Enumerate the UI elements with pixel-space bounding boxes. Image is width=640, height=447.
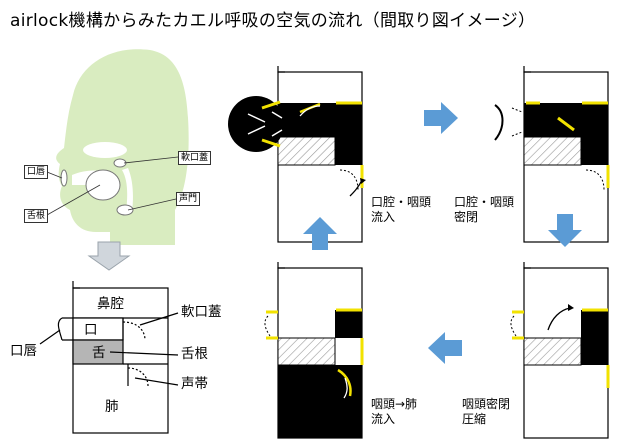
arrow-down-1 — [548, 214, 582, 247]
arrow-down-head — [87, 241, 131, 271]
step-4-diagram — [264, 262, 364, 439]
floorplan — [39, 281, 179, 434]
label-lip: 口唇 — [10, 343, 37, 359]
head-airway — [122, 168, 133, 212]
step-1-label-line2: 流入 — [371, 210, 396, 224]
head-glottis — [116, 204, 134, 216]
label-head-glottis: 声門 — [176, 192, 201, 206]
label-nasal-cavity: 鼻腔 — [97, 296, 124, 312]
step-1-label-line1: 口腔・咽頭 — [371, 195, 432, 209]
label-tongue-root: 舌根 — [181, 346, 208, 362]
step-4-label-line2: 流入 — [371, 412, 396, 426]
page-title: airlock機構からみたカエル呼吸の空気の流れ（間取り図イメージ） — [10, 11, 536, 31]
label-tongue: 舌 — [92, 345, 106, 361]
label-soft-palate: 軟口蓋 — [181, 304, 222, 320]
head-tongue — [85, 169, 121, 201]
head-illustration — [46, 49, 189, 245]
step-3-diagram — [510, 262, 610, 439]
step-3-label-line1: 咽頭密閉 — [462, 397, 511, 411]
label-vocal-cords: 声帯 — [181, 376, 208, 392]
head-nasal-cavity — [83, 142, 127, 158]
label-lung: 肺 — [105, 399, 119, 415]
step-2-label-line2: 密閉 — [454, 210, 479, 224]
label-mouth: 口 — [84, 322, 98, 338]
arrow-right-1 — [424, 102, 458, 134]
label-head-soft-palate: 軟口蓋 — [178, 151, 212, 165]
label-head-tongue-root: 舌根 — [24, 209, 49, 223]
arrow-left-1 — [428, 332, 462, 364]
arrow-up-1 — [303, 217, 337, 250]
step-3-label-line2: 圧縮 — [462, 412, 487, 426]
step-2-label-line1: 口腔・咽頭 — [454, 195, 515, 209]
label-head-lip: 口唇 — [24, 165, 49, 179]
step-4-label-line1: 咽頭→肺 — [371, 397, 418, 411]
step-1-diagram — [228, 66, 366, 243]
step-2-diagram — [494, 66, 610, 243]
